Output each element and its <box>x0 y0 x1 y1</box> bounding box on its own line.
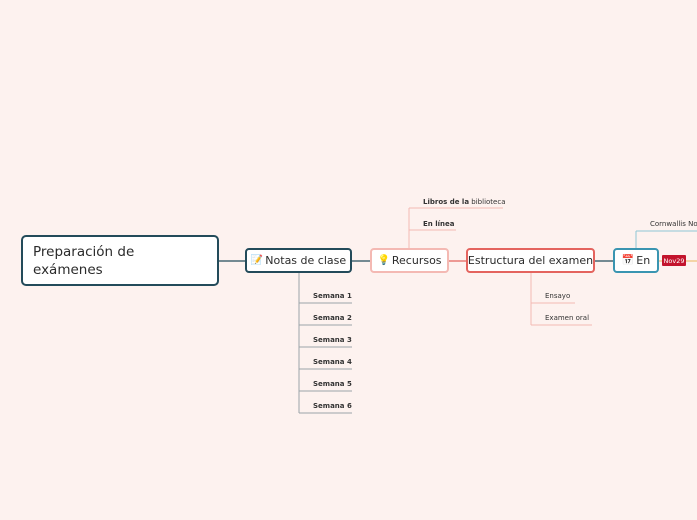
topic-notas-de-clase[interactable]: 📝 Notas de clase <box>245 248 352 273</box>
memo-icon: 📝 <box>250 255 264 266</box>
lightbulb-icon: 💡 <box>377 255 390 266</box>
root-topic-label: Preparación de exámenes <box>33 243 135 278</box>
subtopic-label: biblioteca <box>471 198 506 206</box>
topic-label: Recursos <box>391 254 442 267</box>
subtopic-examen-oral[interactable]: Examen oral <box>545 314 589 322</box>
topic-label: Estructura del examen <box>467 254 594 267</box>
subtopic-semana-1[interactable]: Semana 1 <box>313 292 352 300</box>
subtopic-label: En línea <box>423 220 455 228</box>
topic-estructura-del-examen[interactable]: Estructura del examen <box>466 248 595 273</box>
subtopic-cornwallis[interactable]: Cornwallis No <box>650 220 697 228</box>
date-badge: Nov29 <box>662 255 686 266</box>
subtopic-label: Examen oral <box>545 314 590 322</box>
subtopic-label: Semana 2 <box>313 314 352 322</box>
date-badge-label: Nov29 <box>663 256 685 265</box>
subtopic-semana-3[interactable]: Semana 3 <box>313 336 352 344</box>
subtopic-label: Semana 6 <box>313 402 352 410</box>
topic-en[interactable]: 📅 En <box>613 248 659 273</box>
topic-label: En <box>636 254 651 267</box>
subtopic-label: Semana 5 <box>313 380 352 388</box>
subtopic-label-bold: Libros de la <box>423 198 470 206</box>
subtopic-en-linea[interactable]: En línea <box>423 220 454 228</box>
subtopic-label: Semana 1 <box>313 292 352 300</box>
topic-recursos[interactable]: 💡 Recursos <box>370 248 449 273</box>
root-topic[interactable]: Preparación de exámenes <box>21 235 219 286</box>
topic-label: Notas de clase <box>265 254 347 267</box>
subtopic-semana-2[interactable]: Semana 2 <box>313 314 352 322</box>
subtopic-semana-4[interactable]: Semana 4 <box>313 358 352 366</box>
subtopic-label: Semana 3 <box>313 336 352 344</box>
calendar-icon: 📅 <box>621 255 635 266</box>
subtopic-semana-5[interactable]: Semana 5 <box>313 380 352 388</box>
subtopic-label: Semana 4 <box>313 358 352 366</box>
subtopic-ensayo[interactable]: Ensayo <box>545 292 570 300</box>
subtopic-label: Cornwallis No <box>650 220 697 228</box>
subtopic-libros-biblioteca[interactable]: Libros de la biblioteca <box>423 198 506 206</box>
subtopic-label: Ensayo <box>545 292 571 300</box>
subtopic-semana-6[interactable]: Semana 6 <box>313 402 352 410</box>
